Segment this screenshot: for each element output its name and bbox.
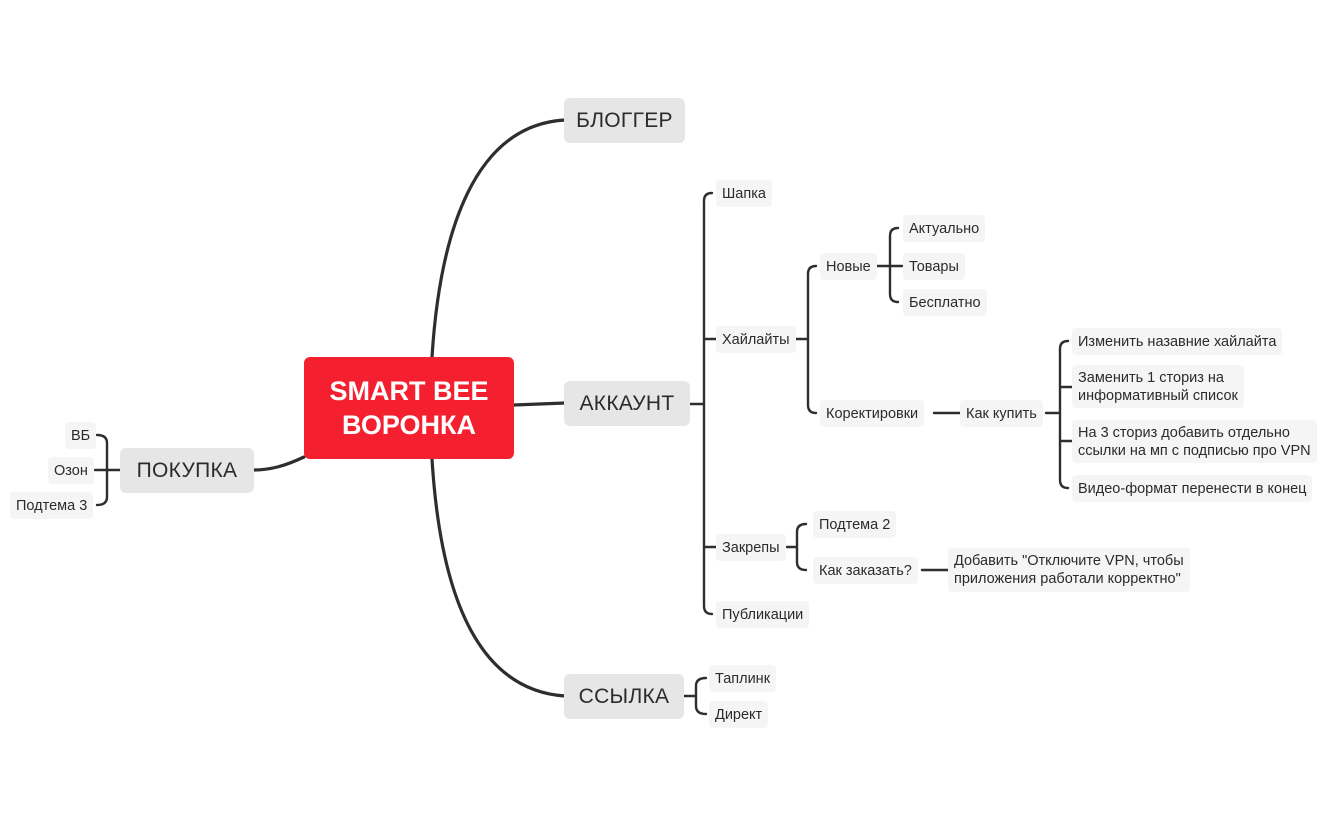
- subtopic-new[interactable]: Новые: [820, 253, 877, 280]
- subtopic-subtopic2[interactable]: Подтема 2: [813, 511, 897, 538]
- subtopic-pins[interactable]: Закрепы: [716, 534, 786, 561]
- purchase-bracket: [93, 433, 122, 507]
- branch-line-link: [430, 457, 567, 698]
- how-to-order-note-line2: приложения работали корректно": [954, 571, 1181, 587]
- topic-link[interactable]: ССЫЛКА: [564, 674, 684, 719]
- account-bracket: [688, 191, 718, 616]
- new-item-actual[interactable]: Актуально: [903, 215, 986, 242]
- how-to-buy-item-links[interactable]: На 3 сториз добавить отдельно ссылки на …: [1072, 420, 1317, 463]
- topic-account[interactable]: АККАУНТ: [564, 381, 690, 426]
- highlights-bracket: [793, 264, 818, 415]
- purchase-item-subtopic3[interactable]: Подтема 3: [10, 492, 94, 519]
- subtopic-how-to-buy[interactable]: Как купить: [960, 400, 1043, 427]
- how-to-buy-item-video[interactable]: Видео-формат перенести в конец: [1072, 475, 1313, 502]
- purchase-item-wb[interactable]: ВБ: [65, 422, 97, 449]
- branch-line-purchase: [252, 455, 306, 472]
- subtopic-header[interactable]: Шапка: [716, 180, 772, 207]
- new-bracket: [875, 226, 904, 304]
- link-bracket: [682, 676, 708, 716]
- new-item-free[interactable]: Бесплатно: [903, 289, 987, 316]
- purchase-item-ozon[interactable]: Озон: [48, 457, 94, 484]
- how-to-buy-item-links-line1: На 3 сториз добавить отдельно: [1078, 424, 1290, 441]
- new-item-goods[interactable]: Товары: [903, 253, 965, 280]
- how-to-order-note[interactable]: Добавить "Отключите VPN, чтобы приложени…: [948, 548, 1190, 592]
- how-to-buy-item-replace[interactable]: Заменить 1 сториз на информативный списо…: [1072, 365, 1244, 408]
- central-topic-line1: SMART BEE: [329, 376, 489, 406]
- central-topic[interactable]: SMART BEE ВОРОНКА: [304, 357, 514, 459]
- how-to-order-note-line1: Добавить "Отключите VPN, чтобы: [954, 553, 1184, 569]
- subtopic-highlights[interactable]: Хайлайты: [716, 326, 796, 353]
- branch-line-blogger: [430, 118, 567, 359]
- link-item-direct[interactable]: Директ: [709, 701, 769, 728]
- how-to-buy-item-replace-line1: Заменить 1 сториз на: [1078, 369, 1224, 386]
- link-item-taplink[interactable]: Таплинк: [709, 665, 777, 692]
- how-to-buy-item-rename[interactable]: Изменить назавние хайлайта: [1072, 328, 1283, 355]
- subtopic-how-to-order[interactable]: Как заказать?: [813, 557, 918, 584]
- how-to-buy-item-links-line2: ссылки на мп с подписью про VPN: [1078, 442, 1311, 459]
- subtopic-corrections[interactable]: Коректировки: [820, 400, 925, 427]
- topic-purchase[interactable]: ПОКУПКА: [120, 448, 254, 493]
- central-topic-line2: ВОРОНКА: [342, 410, 476, 440]
- how-to-buy-item-replace-line2: информативный список: [1078, 387, 1238, 404]
- subtopic-publications[interactable]: Публикации: [716, 601, 810, 628]
- branch-line-account: [512, 401, 567, 407]
- topic-blogger[interactable]: БЛОГГЕР: [564, 98, 685, 143]
- pins-bracket: [785, 522, 808, 572]
- how-to-buy-bracket: [1044, 339, 1074, 490]
